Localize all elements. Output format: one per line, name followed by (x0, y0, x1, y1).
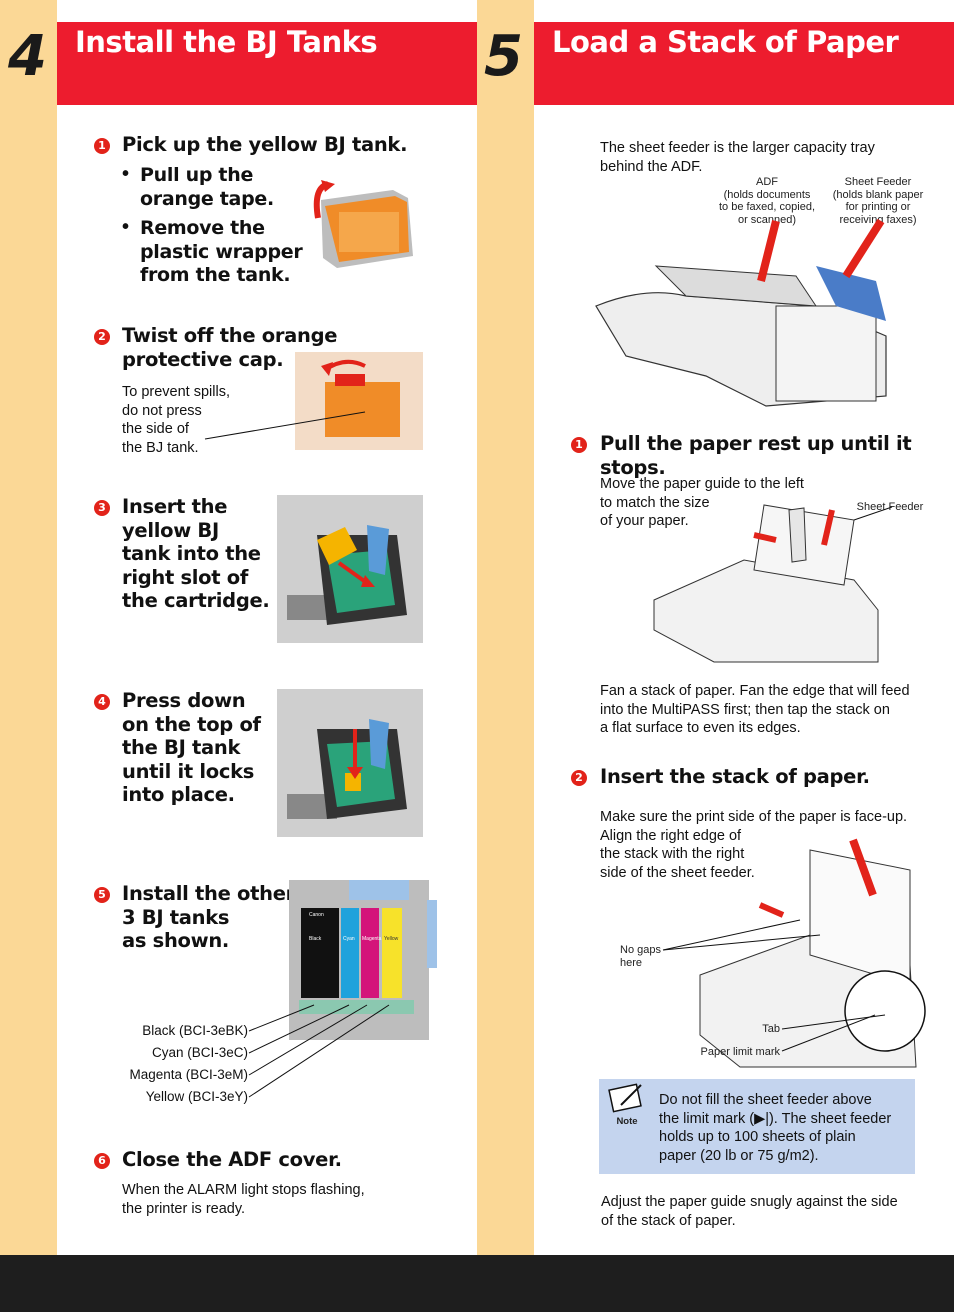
step-heading: Pull the paper rest up until it stops. (600, 432, 912, 479)
step-note: Move the paper guide to the left to matc… (600, 476, 804, 529)
step-heading: Insert the stack of paper. (600, 765, 870, 788)
tank-label-yellow: Yellow (384, 936, 399, 942)
step-heading: Insert the yellow BJ tank into the right… (122, 495, 270, 612)
tank-label-black: Black (309, 936, 322, 942)
tank-callout-cyan: Cyan (BCI-3eC) (151, 1045, 248, 1060)
step-badge: 3 (94, 500, 110, 516)
section4-header-bar (57, 22, 477, 105)
section4-title: Install the BJ Tanks (75, 25, 378, 59)
step-heading: Press down on the top of the BJ tank unt… (122, 689, 261, 806)
tank-callout-black: Black (BCI-3eBK) (142, 1023, 248, 1038)
twist-cap-illustration (204, 352, 423, 450)
step-note: When the ALARM light stops flashing, the… (122, 1182, 365, 1217)
insert-tank-illustration (277, 495, 423, 643)
tank-label-cyan: Cyan (343, 936, 355, 942)
note-label: Note (616, 1116, 638, 1127)
bullet-dot: • (122, 216, 130, 238)
step-badge: 2 (571, 770, 587, 786)
tank-brand: Canon (309, 912, 324, 918)
bullet-text: Pull up the orange tape. (140, 164, 274, 210)
paper-limit-callout: Paper limit mark (700, 1046, 780, 1058)
printer-overview-illustration (595, 218, 887, 407)
step-heading: Pick up the yellow BJ tank. (122, 133, 408, 156)
step-heading: Close the ADF cover. (122, 1148, 342, 1171)
step-badge: 2 (94, 329, 110, 345)
closing-text: Adjust the paper guide snugly against th… (601, 1194, 898, 1229)
sheet-feeder-callout: Sheet Feeder (856, 501, 924, 513)
footer-bar (0, 1255, 954, 1312)
insert-paper-illustration (662, 838, 926, 1068)
section5-number: 5 (484, 24, 523, 89)
press-tank-illustration (277, 689, 423, 837)
four-tanks-illustration: Canon Black Cyan Magenta Yellow (289, 880, 437, 1040)
step-heading: Install the other 3 BJ tanks as shown. (122, 882, 295, 952)
tab-callout: Tab (762, 1023, 780, 1035)
step-heading: Twist off the orange protective cap. (122, 324, 338, 371)
step-note: Make sure the print side of the paper is… (600, 809, 908, 881)
tank-callout-magenta: Magenta (BCI-3eM) (129, 1067, 248, 1082)
step-badge: 6 (94, 1153, 110, 1169)
ink-tank-tape-illustration (313, 180, 413, 268)
middle-margin-stripe (477, 0, 534, 1255)
adf-label: ADF (holds documents to be faxed, copied… (718, 176, 815, 226)
bullet-text: Remove the plastic wrapper from the tank… (140, 217, 303, 286)
step-badge: 1 (571, 437, 587, 453)
tank-label-magenta: Magenta (362, 936, 382, 942)
section5-intro: The sheet feeder is the larger capacity … (600, 140, 875, 175)
bullet-dot: • (122, 163, 130, 185)
note-box (599, 1079, 915, 1174)
section5-header-bar (534, 22, 954, 105)
step-badge: 5 (94, 887, 110, 903)
section4-number: 4 (8, 24, 47, 89)
no-gaps-callout: No gaps here (620, 944, 661, 969)
tank-callout-yellow: Yellow (BCI-3eY) (145, 1089, 248, 1104)
tank-callout-lines (248, 1004, 390, 1098)
step-badge: 4 (94, 694, 110, 710)
section5-title: Load a Stack of Paper (552, 25, 899, 59)
note-icon (608, 1083, 642, 1113)
step-badge: 1 (94, 138, 110, 154)
step-note: To prevent spills, do not press the side… (122, 384, 230, 456)
left-margin-stripe (0, 0, 57, 1255)
sheet-feeder-label: Sheet Feeder (holds blank paper for prin… (832, 176, 924, 226)
note-text: Do not fill the sheet feeder above the l… (659, 1092, 892, 1164)
fan-instructions: Fan a stack of paper. Fan the edge that … (600, 683, 910, 736)
paper-rest-illustration (653, 504, 893, 663)
